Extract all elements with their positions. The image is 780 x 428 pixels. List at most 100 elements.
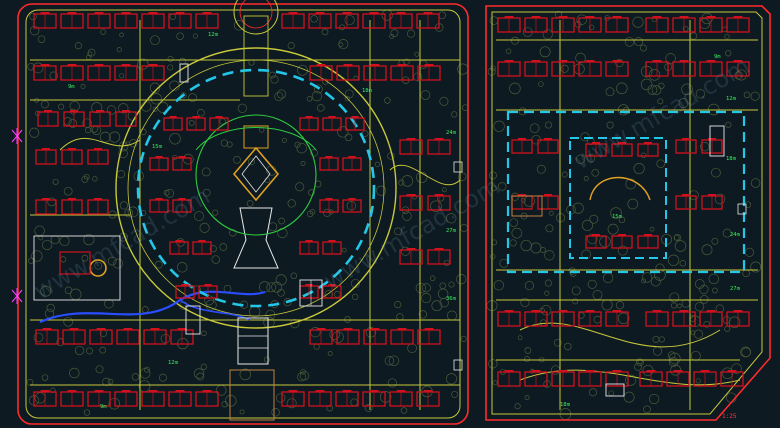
tree xyxy=(310,149,318,157)
tree xyxy=(530,242,542,254)
residential-building xyxy=(63,110,85,127)
residential-building xyxy=(524,310,548,327)
tree xyxy=(188,93,197,102)
residential-building xyxy=(35,198,57,215)
tree xyxy=(344,133,353,142)
guard-kiosk xyxy=(179,63,189,83)
tree xyxy=(548,210,554,216)
building-stair xyxy=(424,64,434,66)
residential-building xyxy=(427,138,451,155)
tree xyxy=(83,409,91,416)
tree xyxy=(68,119,78,128)
residential-building xyxy=(87,198,109,215)
tree xyxy=(204,295,215,306)
residential-building xyxy=(497,310,521,327)
tree xyxy=(429,275,436,282)
north-roundabout-core xyxy=(239,0,273,29)
building-stair xyxy=(706,310,716,312)
plaza-inner-ring xyxy=(195,114,317,236)
tree xyxy=(657,98,664,105)
tree xyxy=(361,130,369,137)
tree xyxy=(441,187,447,193)
tree xyxy=(636,358,644,367)
tree xyxy=(31,250,43,262)
building-stair xyxy=(673,370,683,372)
tree xyxy=(113,258,123,269)
residential-building xyxy=(417,328,441,345)
residential-building xyxy=(639,370,663,387)
road xyxy=(519,369,741,386)
building-stair xyxy=(531,370,541,372)
tree xyxy=(144,366,150,373)
tree xyxy=(415,282,427,294)
building-stair xyxy=(67,12,77,14)
dimension-label: 15m xyxy=(612,214,623,220)
tree xyxy=(725,50,732,57)
tree xyxy=(56,338,65,346)
residential-building xyxy=(342,198,362,213)
tree xyxy=(200,363,207,370)
tree xyxy=(583,176,589,181)
building-stair xyxy=(518,138,526,140)
residential-building xyxy=(87,12,111,29)
stair-block xyxy=(185,305,201,335)
tree xyxy=(263,356,270,363)
east-kiosk xyxy=(709,125,725,157)
north-roundabout xyxy=(233,0,279,35)
building-stair xyxy=(504,310,514,312)
building-stair xyxy=(202,12,212,14)
residential-building xyxy=(116,328,140,345)
tree xyxy=(338,39,349,50)
tree xyxy=(544,121,553,129)
tree xyxy=(625,374,637,386)
tree xyxy=(615,58,624,68)
building-stair xyxy=(121,390,131,392)
residential-building xyxy=(497,60,521,77)
tree xyxy=(163,189,170,196)
building-stair xyxy=(342,390,352,392)
residential-building xyxy=(693,370,717,387)
tree xyxy=(750,91,760,101)
tree xyxy=(695,89,706,99)
building-stair xyxy=(94,198,102,200)
residential-building xyxy=(342,156,362,171)
tree xyxy=(32,62,44,74)
tree xyxy=(457,172,467,181)
residential-building xyxy=(645,16,669,33)
road xyxy=(519,322,721,348)
tree xyxy=(176,262,188,273)
tree xyxy=(572,202,584,214)
tree xyxy=(266,282,277,293)
residential-building xyxy=(551,16,575,33)
residential-building xyxy=(699,310,723,327)
tree xyxy=(725,121,732,128)
tree xyxy=(714,193,726,205)
tree xyxy=(724,33,730,40)
residential-building xyxy=(672,60,696,77)
tree xyxy=(150,35,160,46)
tree xyxy=(540,304,552,316)
residential-building xyxy=(198,284,218,299)
building-stair xyxy=(592,142,600,144)
tree xyxy=(99,131,111,143)
residential-building xyxy=(645,310,669,327)
tree xyxy=(627,198,639,210)
residential-building xyxy=(390,328,414,345)
residential-building xyxy=(168,12,192,29)
tree xyxy=(306,210,314,218)
tree xyxy=(605,87,615,97)
building-stair xyxy=(370,328,380,330)
building-stair xyxy=(69,328,79,330)
tree xyxy=(524,281,534,291)
tree xyxy=(616,82,628,95)
residential-building xyxy=(537,194,559,210)
tree xyxy=(327,351,333,357)
building-stair xyxy=(316,328,326,330)
tree xyxy=(561,171,568,178)
residential-building xyxy=(114,64,138,81)
tree xyxy=(317,104,325,112)
residential-building xyxy=(637,234,659,249)
south-entrance-steps xyxy=(229,369,275,421)
tree xyxy=(95,365,104,374)
tree xyxy=(296,142,307,154)
